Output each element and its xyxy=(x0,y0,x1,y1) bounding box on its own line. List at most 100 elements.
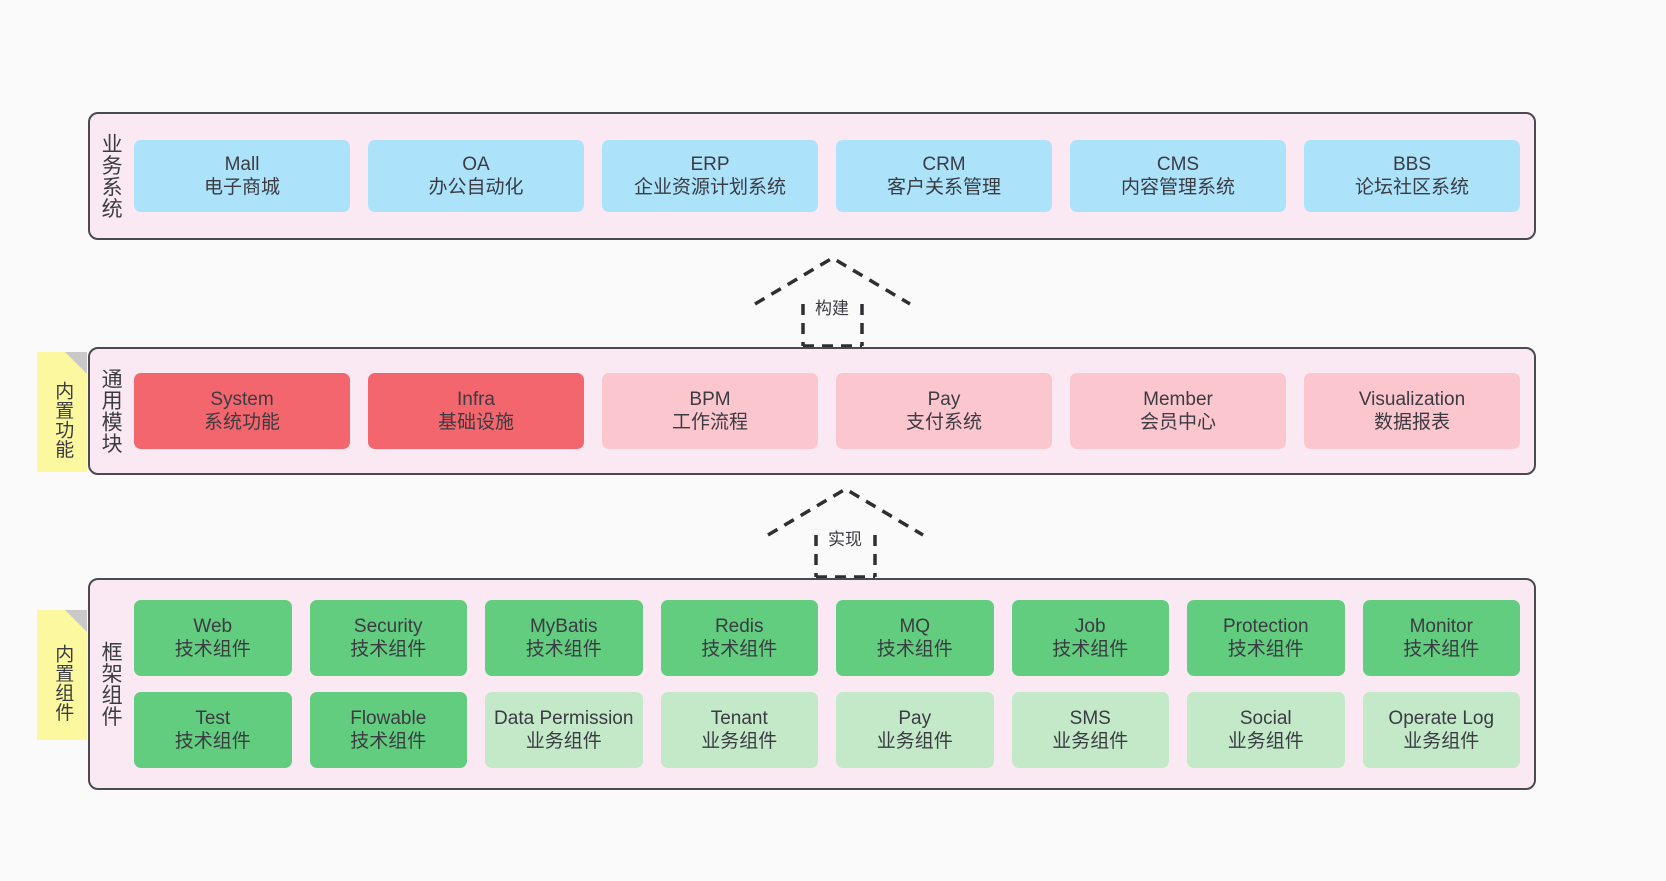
node-title: System xyxy=(210,388,274,410)
node-title: Infra xyxy=(456,388,496,410)
node-monitor[interactable]: Monitor 技术组件 xyxy=(1362,600,1520,676)
layer-row: Web 技术组件 Security 技术组件 MyBatis 技术组件 Redi… xyxy=(134,600,1520,676)
node-title: Visualization xyxy=(1358,388,1466,410)
node-sms[interactable]: SMS 业务组件 xyxy=(1011,692,1169,768)
node-member[interactable]: Member 会员中心 xyxy=(1070,373,1286,449)
node-title: OA xyxy=(462,153,490,175)
node-subtitle: 技术组件 xyxy=(525,639,602,660)
node-subtitle: 业务组件 xyxy=(1403,731,1480,752)
node-subtitle: 数据报表 xyxy=(1373,412,1450,433)
node-subtitle: 业务组件 xyxy=(701,731,778,752)
node-subtitle: 技术组件 xyxy=(350,731,427,752)
node-subtitle: 技术组件 xyxy=(1227,639,1304,660)
node-title: Pay xyxy=(898,707,932,729)
node-title: MyBatis xyxy=(529,615,598,637)
node-visualization[interactable]: Visualization 数据报表 xyxy=(1304,373,1520,449)
node-title: SMS xyxy=(1069,707,1111,729)
node-subtitle: 企业资源计划系统 xyxy=(633,177,786,198)
node-subtitle: 电子商城 xyxy=(203,177,280,198)
node-erp[interactable]: ERP 企业资源计划系统 xyxy=(602,140,818,212)
node-bbs[interactable]: BBS 论坛社区系统 xyxy=(1304,140,1520,212)
node-oa[interactable]: OA 办公自动化 xyxy=(368,140,584,212)
connector-label-implement: 实现 xyxy=(828,530,862,549)
node-title: Monitor xyxy=(1409,615,1473,637)
node-bpm[interactable]: BPM 工作流程 xyxy=(602,373,818,449)
connector-stem xyxy=(814,535,877,579)
layer-common-modules: 通用模块 System 系统功能 Infra 基础设施 BPM 工作流程 Pay… xyxy=(88,347,1536,475)
node-title: Data Permission xyxy=(494,707,634,729)
layer-body-modules: System 系统功能 Infra 基础设施 BPM 工作流程 Pay 支付系统… xyxy=(130,349,1534,473)
node-title: Protection xyxy=(1222,615,1309,637)
note-builtin-functions: 内置功能 xyxy=(37,352,87,472)
layer-row: Test 技术组件 Flowable 技术组件 Data Permission … xyxy=(134,692,1520,768)
node-title: Pay xyxy=(927,388,961,410)
node-subtitle: 支付系统 xyxy=(905,412,982,433)
node-subtitle: 技术组件 xyxy=(1403,639,1480,660)
node-title: Web xyxy=(193,615,233,637)
layer-title-modules: 通用模块 xyxy=(99,368,123,454)
layer-body-business: Mall 电子商城 OA 办公自动化 ERP 企业资源计划系统 CRM 客户关系… xyxy=(130,114,1534,238)
node-subtitle: 系统功能 xyxy=(203,412,280,433)
connector-stem xyxy=(801,304,864,348)
note-builtin-components: 内置组件 xyxy=(37,610,87,740)
node-web[interactable]: Web 技术组件 xyxy=(134,600,292,676)
layer-business-systems: 业务系统 Mall 电子商城 OA 办公自动化 ERP 企业资源计划系统 CRM… xyxy=(88,112,1536,240)
layer-title-framework: 框架组件 xyxy=(99,641,123,727)
node-title: Security xyxy=(353,615,423,637)
node-flowable[interactable]: Flowable 技术组件 xyxy=(309,692,467,768)
node-title: Member xyxy=(1143,388,1213,410)
node-title: CMS xyxy=(1156,153,1200,175)
connector-label-build: 构建 xyxy=(815,299,849,318)
node-subtitle: 基础设施 xyxy=(437,412,514,433)
note-label: 内置组件 xyxy=(52,644,74,722)
node-subtitle: 业务组件 xyxy=(876,731,953,752)
node-title: Flowable xyxy=(350,707,427,729)
node-title: MQ xyxy=(899,615,931,637)
connector-implement: 实现 xyxy=(767,486,924,579)
node-cms[interactable]: CMS 内容管理系统 xyxy=(1070,140,1286,212)
node-subtitle: 技术组件 xyxy=(701,639,778,660)
node-subtitle: 业务组件 xyxy=(1227,731,1304,752)
node-crm[interactable]: CRM 客户关系管理 xyxy=(836,140,1052,212)
node-protection[interactable]: Protection 技术组件 xyxy=(1187,600,1345,676)
node-subtitle: 技术组件 xyxy=(350,639,427,660)
layer-row: Mall 电子商城 OA 办公自动化 ERP 企业资源计划系统 CRM 客户关系… xyxy=(134,140,1520,212)
node-infra[interactable]: Infra 基础设施 xyxy=(368,373,584,449)
note-label: 内置功能 xyxy=(52,381,74,459)
node-subtitle: 业务组件 xyxy=(525,731,602,752)
node-title: ERP xyxy=(690,153,730,175)
node-operate-log[interactable]: Operate Log 业务组件 xyxy=(1362,692,1520,768)
node-redis[interactable]: Redis 技术组件 xyxy=(660,600,818,676)
layer-row: System 系统功能 Infra 基础设施 BPM 工作流程 Pay 支付系统… xyxy=(134,373,1520,449)
node-pay[interactable]: Pay 支付系统 xyxy=(836,373,1052,449)
node-tenant[interactable]: Tenant 业务组件 xyxy=(660,692,818,768)
node-title: CRM xyxy=(922,153,966,175)
node-system[interactable]: System 系统功能 xyxy=(134,373,350,449)
node-mq[interactable]: MQ 技术组件 xyxy=(836,600,994,676)
node-title: Operate Log xyxy=(1388,707,1495,729)
node-title: Social xyxy=(1239,707,1292,729)
node-mall[interactable]: Mall 电子商城 xyxy=(134,140,350,212)
node-title: Job xyxy=(1074,615,1106,637)
node-subtitle: 工作流程 xyxy=(671,412,748,433)
note-fold-icon xyxy=(65,610,87,632)
node-data-permission[interactable]: Data Permission 业务组件 xyxy=(485,692,643,768)
layer-title-business: 业务系统 xyxy=(99,133,123,219)
node-mybatis[interactable]: MyBatis 技术组件 xyxy=(485,600,643,676)
node-pay-component[interactable]: Pay 业务组件 xyxy=(836,692,994,768)
node-title: Mall xyxy=(224,153,260,175)
node-job[interactable]: Job 技术组件 xyxy=(1011,600,1169,676)
node-subtitle: 客户关系管理 xyxy=(886,177,1001,198)
node-social[interactable]: Social 业务组件 xyxy=(1187,692,1345,768)
node-test[interactable]: Test 技术组件 xyxy=(134,692,292,768)
node-subtitle: 技术组件 xyxy=(876,639,953,660)
layer-framework-components: 框架组件 Web 技术组件 Security 技术组件 MyBatis 技术组件… xyxy=(88,578,1536,790)
node-subtitle: 技术组件 xyxy=(174,731,251,752)
node-title: Tenant xyxy=(710,707,768,729)
node-subtitle: 技术组件 xyxy=(1052,639,1129,660)
node-title: BBS xyxy=(1392,153,1432,175)
node-security[interactable]: Security 技术组件 xyxy=(309,600,467,676)
node-subtitle: 会员中心 xyxy=(1139,412,1216,433)
node-subtitle: 技术组件 xyxy=(174,639,251,660)
